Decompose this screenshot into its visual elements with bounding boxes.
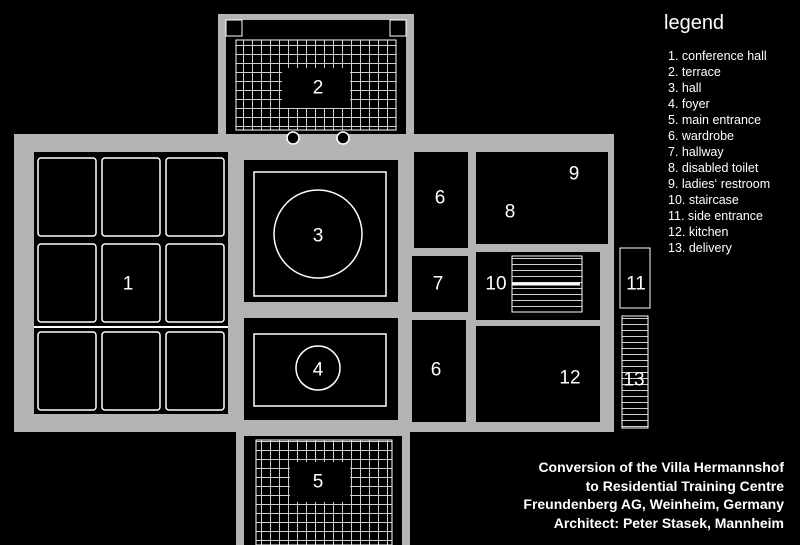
staircase [511,255,583,313]
main-entrance [236,432,410,545]
legend-item: 4. foyer [668,97,710,111]
legend-item: 5. main entrance [668,113,762,127]
room-label-10: 10 [485,274,506,295]
room-label-8: 8 [505,202,516,223]
hall-ornament [253,171,387,297]
legend-item: 8. disabled toilet [668,161,759,175]
room-label-2: 2 [313,78,324,99]
legend-item: 11. side entrance [668,209,763,223]
room-label-4: 4 [313,360,324,381]
caption-line: Freundenberg AG, Weinheim, Germany [523,496,784,512]
legend-item: 3. hall [668,81,702,95]
legend-item: 12. kitchen [668,225,729,239]
room-label-6a: 6 [435,188,446,209]
legend-item: 10. staircase [668,193,739,207]
legend-title: legend [664,12,725,34]
room-label-9: 9 [569,164,580,185]
room-labels: 1 2 3 4 5 6 6 7 8 9 10 11 12 13 [123,78,646,493]
room-label-11: 11 [626,274,646,295]
legend-item: 7. hallway [668,145,724,159]
room-label-7: 7 [433,274,444,295]
legend-item: 6. wardrobe [668,129,735,143]
room-label-1: 1 [123,274,134,295]
foyer-ornament [253,333,387,407]
columns [286,131,350,145]
caption-line: Architect: Peter Stasek, Mannheim [553,514,784,531]
room-label-6b: 6 [431,360,442,381]
room-label-5: 5 [313,472,324,493]
legend-item: 13. delivery [668,241,732,255]
legend-item: 9. ladies‘ restroom [668,177,771,191]
legend-item: 1. conference hall [668,49,767,63]
room-label-13: 13 [623,370,644,391]
terrace [218,14,414,140]
delivery-steps [619,247,651,429]
caption: Conversion of the Villa Hermannshof to R… [523,458,784,532]
conference-hall-panels [37,157,225,411]
legend-item: 2. terrace [668,65,721,79]
room-label-3: 3 [313,226,324,247]
caption-line: to Residential Training Centre [585,477,784,494]
room-label-12: 12 [559,368,580,389]
caption-line: Conversion of the Villa Hermannshof [538,459,784,475]
legend-list: 1. conference hall 2. terrace 3. hall 4.… [668,48,770,256]
